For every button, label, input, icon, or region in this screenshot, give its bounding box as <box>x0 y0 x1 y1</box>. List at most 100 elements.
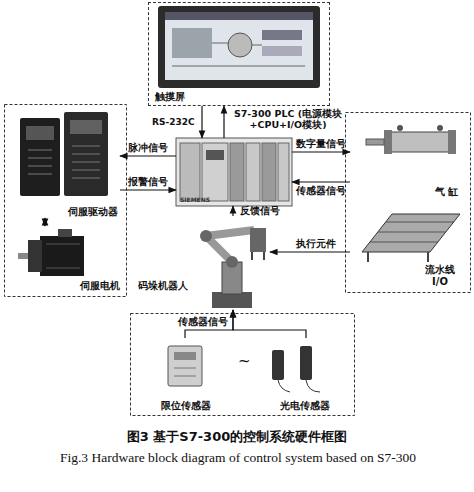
touchscreen-art <box>165 12 313 80</box>
edge-label: 数字量信号 <box>296 138 346 150</box>
servo-driver-art <box>70 120 102 134</box>
cylinder-art <box>366 125 456 154</box>
touchscreen-box: 触摸屏 <box>148 2 330 106</box>
figure-caption: 图3 基于S7-300的控制系统硬件框图 <box>0 428 474 446</box>
photo-sensor-box: 光电传感器 <box>260 338 350 412</box>
photo-sensor-art <box>272 350 284 380</box>
group-frame <box>5 105 471 416</box>
cylinder-art <box>437 125 443 131</box>
conveyor-art <box>370 222 454 242</box>
touchscreen-art <box>158 6 320 88</box>
edge-label: 执行元件 <box>296 238 336 250</box>
edge-label: RS-232C <box>152 116 195 128</box>
cylinder-box: 气 缸 <box>350 118 466 200</box>
plc-art <box>202 143 228 201</box>
robot-art <box>226 256 238 268</box>
edge-label: 脉冲信号 <box>128 142 168 154</box>
photo-sensor-art <box>272 346 320 392</box>
limit-sensor-art <box>174 368 196 376</box>
servo-motor-art <box>58 229 72 237</box>
plc-art <box>176 138 292 206</box>
conveyor-art <box>362 214 460 262</box>
photo-sensor-art <box>278 380 320 392</box>
node-label: 光电传感器 <box>260 400 350 412</box>
conveyor-art <box>368 252 428 262</box>
signal-arrow <box>292 181 350 182</box>
plc-box: S7-300 PLC (电源模块+CPU+I/O模块) <box>176 138 292 206</box>
plc-art <box>230 143 244 201</box>
touchscreen-art <box>165 12 313 20</box>
caption-english: Fig.3 Hardware block diagram of control … <box>12 449 464 467</box>
limit-sensor-art <box>168 346 202 386</box>
signal-arrow <box>232 206 233 216</box>
cylinder-art <box>366 139 384 145</box>
limit-sensor-art <box>174 352 196 360</box>
signal-arrow <box>233 310 306 338</box>
plc-art <box>246 143 260 201</box>
plc-art <box>176 138 292 206</box>
node-label: 伺服电机 <box>80 280 120 292</box>
annotation: SIEMENS <box>180 196 210 203</box>
cylinder-art <box>448 130 456 154</box>
signal-arrow <box>120 189 176 190</box>
cylinder-art <box>384 130 392 154</box>
node-label: 伺服驱动器 <box>68 206 118 218</box>
plc-art <box>206 150 224 160</box>
edge-label: 报警信号 <box>128 176 168 188</box>
signal-arrow <box>120 155 176 156</box>
limit-sensor-box: 限位传感器 <box>140 338 232 412</box>
plc-art <box>278 143 289 201</box>
node-label: 气 缸 <box>435 186 458 198</box>
signal-arrow <box>223 106 224 138</box>
group-frame <box>131 314 355 416</box>
node-label: 触摸屏 <box>155 91 185 103</box>
servo-driver-art <box>26 126 54 140</box>
touchscreen-art <box>228 33 252 57</box>
robot-box: 码垛机器人 <box>190 216 270 310</box>
robot-art <box>252 252 264 260</box>
cylinder-art <box>388 132 450 152</box>
edge-label: 反馈信号 <box>240 205 280 217</box>
limit-sensor-art <box>168 346 202 386</box>
servo-driver-art <box>20 112 108 196</box>
servo-driver-art <box>64 112 108 196</box>
touchscreen-art <box>262 30 302 40</box>
touchscreen-art <box>262 46 302 56</box>
plc-art <box>262 143 276 201</box>
robot-art <box>250 228 266 252</box>
conveyor-box: 流水线 I/O <box>350 206 466 288</box>
robot-art <box>200 230 212 242</box>
servo-motor-art <box>18 253 28 259</box>
group-frame <box>346 113 471 293</box>
conveyor-art <box>362 214 460 252</box>
plc-art <box>180 143 200 201</box>
servo-driver-box: 伺服驱动器 <box>10 110 120 218</box>
servo-motor-art <box>28 240 42 272</box>
node-label: 限位传感器 <box>140 400 232 412</box>
robot-art <box>200 228 266 308</box>
edge-label: 传感器信号 <box>178 316 228 328</box>
signal-arrow <box>292 151 350 152</box>
servo-motor-art <box>18 229 84 276</box>
group-frame <box>5 105 127 297</box>
touchscreen-art <box>158 6 320 88</box>
servo-driver-art <box>72 146 100 178</box>
servo-driver-art <box>20 118 60 196</box>
servo-motor-art <box>46 244 80 268</box>
edge-label: 传感器信号 <box>296 185 346 197</box>
servo-motor-art <box>40 236 84 276</box>
servo-motor-box: 伺服电机 <box>10 226 120 292</box>
signal-arrow <box>44 218 45 226</box>
annotation: ~ <box>238 352 251 370</box>
touchscreen-art <box>172 28 212 58</box>
servo-driver-art <box>28 150 52 174</box>
cylinder-art <box>397 125 403 131</box>
node-label: S7-300 PLC (电源模块+CPU+I/O模块) <box>232 108 344 130</box>
touchscreen-art <box>172 43 305 66</box>
node-label: 流水线 I/O <box>422 264 458 288</box>
signal-arrow <box>270 251 350 252</box>
photo-sensor-art <box>300 346 312 380</box>
signal-arrow <box>201 106 202 138</box>
